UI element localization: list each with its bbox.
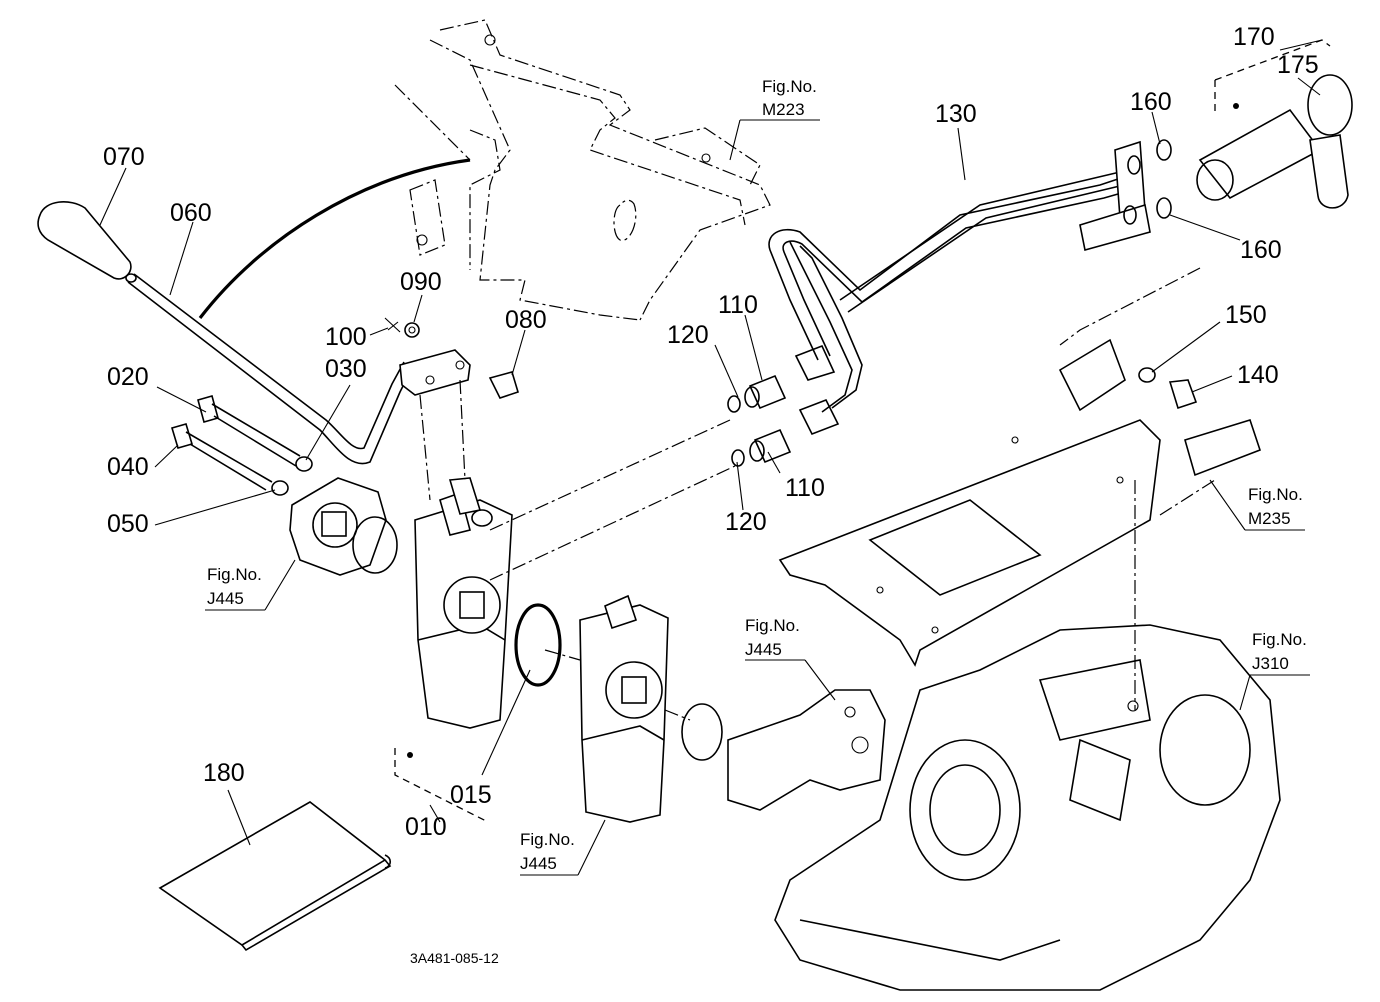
callout-090: 090	[400, 268, 442, 296]
lever-assembly	[37, 158, 519, 465]
cover-plate	[289, 477, 398, 576]
fig-ref-m235-number: M235	[1248, 509, 1291, 528]
callout-060: 060	[170, 199, 212, 227]
callout-030: 030	[325, 355, 367, 383]
callout-175: 175	[1277, 51, 1319, 79]
transmission-housing	[774, 624, 1281, 991]
callout-110-lower: 110	[785, 474, 825, 502]
fig-ref-j445-right-number: J445	[745, 640, 782, 659]
fig-ref-m235-prefix: Fig.No.	[1248, 485, 1303, 504]
callout-070: 070	[103, 143, 145, 171]
bolts	[171, 395, 313, 496]
control-valve-section	[579, 594, 723, 823]
owners-manual	[158, 801, 392, 952]
fig-ref-j310-prefix: Fig.No.	[1252, 630, 1307, 649]
callout-110-upper: 110	[718, 291, 758, 319]
figure-references: Fig.No. M223 Fig.No. M235 Fig.No. J445 F…	[207, 77, 1307, 873]
hydraulic-pipe	[768, 171, 1133, 413]
fig-ref-j445-right-prefix: Fig.No.	[745, 616, 800, 635]
adapters	[727, 344, 840, 467]
callout-150: 150	[1225, 301, 1267, 329]
callout-160-lower: 160	[1240, 236, 1282, 264]
leader-lines	[99, 39, 1323, 876]
callout-180: 180	[203, 759, 245, 787]
guide-lines	[394, 84, 1216, 721]
callout-120-upper: 120	[667, 321, 709, 349]
callout-015: 015	[450, 781, 492, 809]
frame-outline	[409, 19, 771, 321]
coupler-bracket	[1079, 74, 1353, 252]
valve-end-cover	[727, 689, 886, 811]
fig-ref-j445-bottom-prefix: Fig.No.	[520, 830, 575, 849]
callout-170: 170	[1233, 23, 1275, 51]
callout-080: 080	[505, 306, 547, 334]
callout-120-lower: 120	[725, 508, 767, 536]
fig-ref-m223-number: M223	[762, 100, 805, 119]
callout-labels: 070 060 090 100 080 030 020 040 050 120 …	[103, 23, 1319, 841]
fig-ref-j445-bottom-number: J445	[520, 854, 557, 873]
control-valve-main	[414, 477, 562, 729]
callout-020: 020	[107, 363, 149, 391]
drawing-code: 3A481-085-12	[410, 950, 499, 966]
fig-ref-m223-prefix: Fig.No.	[762, 77, 817, 96]
callout-040: 040	[107, 453, 149, 481]
fig-ref-j445-left-number: J445	[207, 589, 244, 608]
fig-ref-j445-left-prefix: Fig.No.	[207, 565, 262, 584]
callout-050: 050	[107, 510, 149, 538]
callout-160-upper: 160	[1130, 88, 1172, 116]
callout-010: 010	[405, 813, 447, 841]
callout-130: 130	[935, 100, 977, 128]
callout-100: 100	[325, 323, 367, 351]
mounting-plate	[778, 338, 1262, 667]
callout-140: 140	[1237, 361, 1279, 389]
fig-ref-j310-number: J310	[1252, 654, 1289, 673]
